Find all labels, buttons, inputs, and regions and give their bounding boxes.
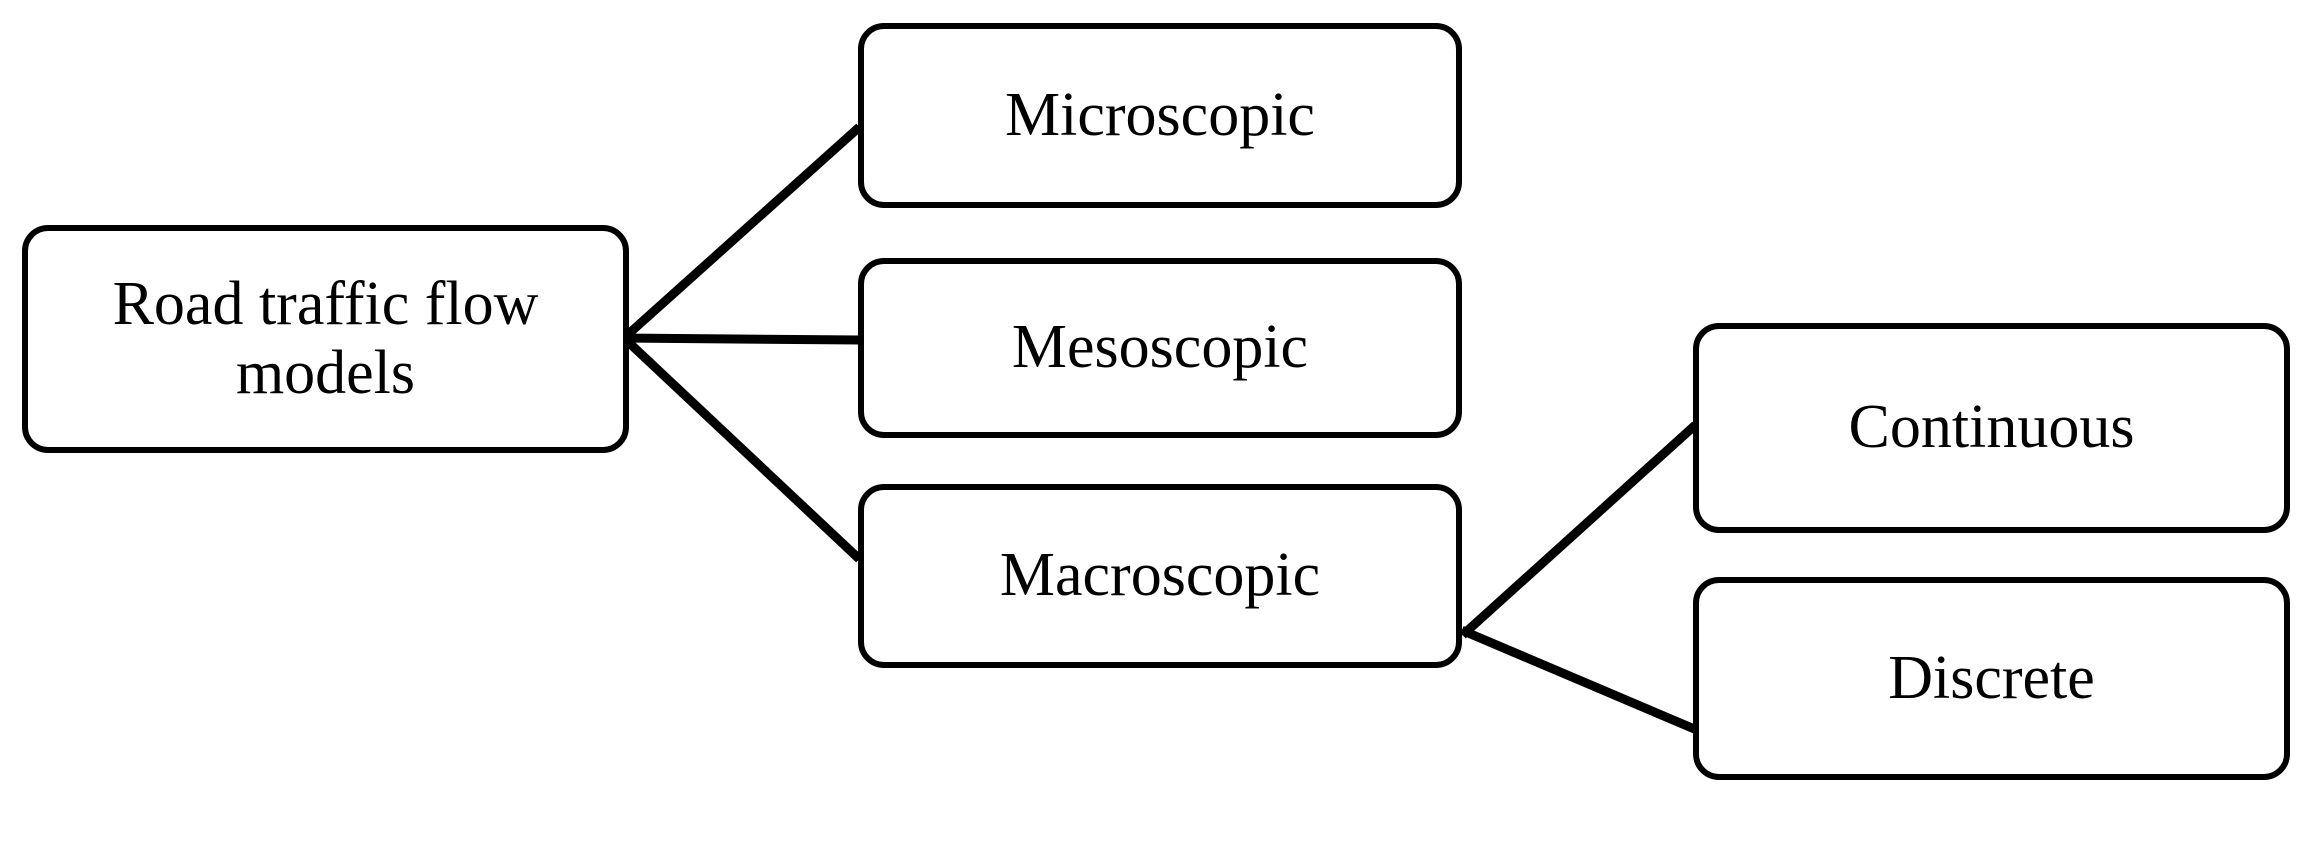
- node-label-continuous: Continuous: [1848, 393, 2135, 462]
- node-continuous[interactable]: Continuous: [1693, 323, 2290, 533]
- edge-root-to-macroscopic: [617, 331, 863, 563]
- node-microscopic[interactable]: Microscopic: [858, 23, 1462, 208]
- node-label-discrete: Discrete: [1888, 643, 2095, 712]
- edge-root-to-microscopic: [617, 123, 863, 345]
- node-label-root: Road traffic flow models: [112, 269, 539, 407]
- edge-macroscopic-to-discrete: [1460, 626, 1698, 734]
- node-discrete[interactable]: Discrete: [1693, 577, 2290, 780]
- node-macroscopic[interactable]: Macroscopic: [858, 484, 1462, 668]
- node-label-microscopic: Microscopic: [1005, 80, 1315, 149]
- node-road-traffic-flow-models[interactable]: Road traffic flow models: [22, 225, 629, 453]
- node-label-mesoscopic: Mesoscopic: [1011, 313, 1309, 382]
- edge-root-to-mesoscopic: [619, 333, 861, 345]
- edge-macroscopic-to-continuous: [1459, 421, 1699, 639]
- node-label-macroscopic: Macroscopic: [999, 541, 1321, 610]
- node-mesoscopic[interactable]: Mesoscopic: [858, 258, 1462, 438]
